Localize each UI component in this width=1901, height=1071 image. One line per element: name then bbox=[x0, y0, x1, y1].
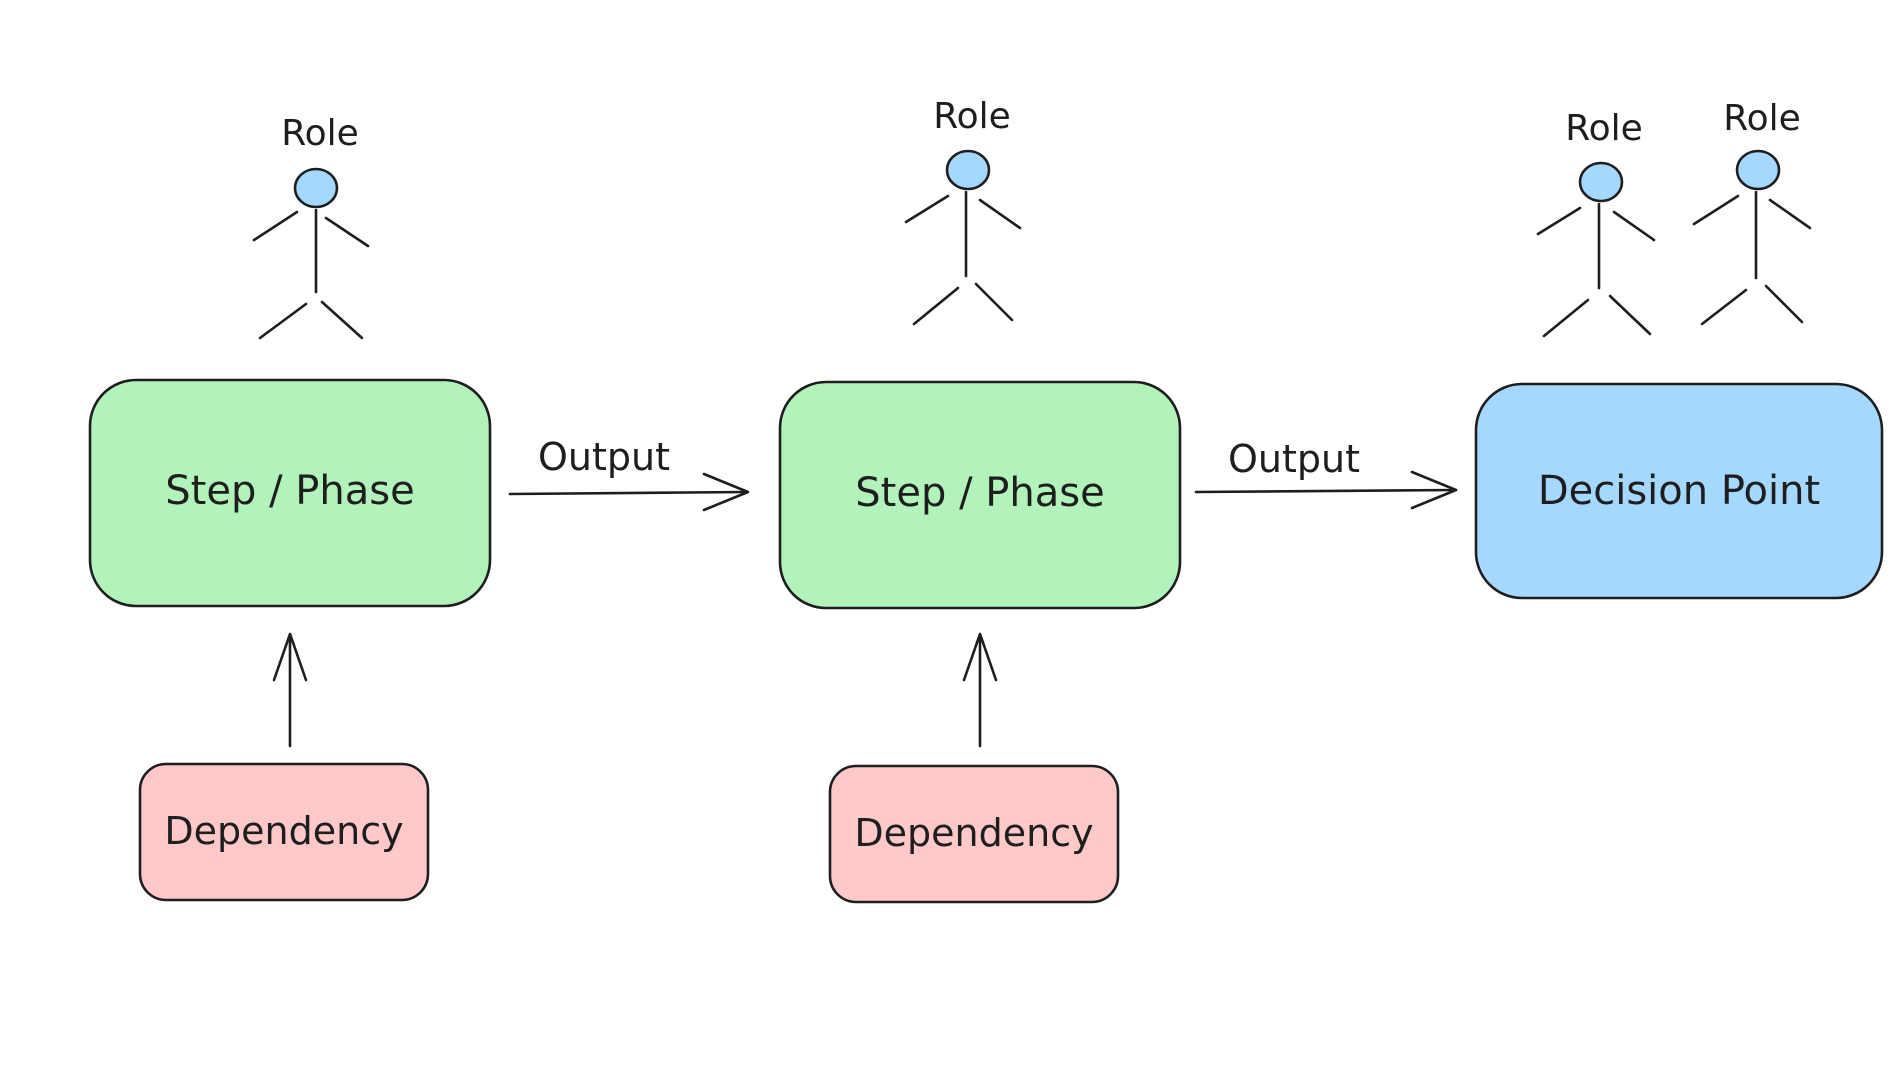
actor-arms bbox=[1536, 206, 1656, 242]
actor-head-icon bbox=[945, 149, 991, 191]
actor-head-icon bbox=[293, 167, 339, 209]
actor-head-icon bbox=[1735, 149, 1781, 191]
actor-legs bbox=[912, 282, 1014, 326]
arrow-head-icon bbox=[1410, 470, 1458, 510]
decision-label: Decision Point bbox=[1538, 468, 1820, 514]
arrow-head-icon bbox=[702, 472, 750, 512]
dependency-box-shape[interactable] bbox=[138, 762, 430, 902]
output-arrow-2[interactable]: Output bbox=[1194, 437, 1458, 510]
output-label: Output bbox=[538, 435, 670, 479]
actor-arms bbox=[1692, 194, 1812, 230]
dependency-label: Dependency bbox=[854, 811, 1093, 855]
role-actor-4: Role bbox=[1692, 98, 1812, 326]
output-arrow-1[interactable]: Output bbox=[508, 435, 750, 512]
actor-arms bbox=[904, 194, 1022, 230]
role-label: Role bbox=[1723, 98, 1801, 139]
arrow-shaft bbox=[1194, 488, 1458, 494]
actor-legs bbox=[258, 300, 364, 340]
step-box-shape[interactable] bbox=[778, 380, 1182, 610]
step-box-1[interactable]: Step / Phase bbox=[88, 378, 492, 608]
step-box-shape[interactable] bbox=[88, 378, 492, 608]
role-actor-2: Role bbox=[904, 96, 1022, 326]
actor-legs bbox=[1542, 294, 1652, 338]
dependency-box-shape[interactable] bbox=[828, 764, 1120, 904]
actor-legs bbox=[1700, 284, 1804, 326]
role-actor-1: Role bbox=[252, 113, 370, 340]
dependency-box-2[interactable]: Dependency bbox=[828, 764, 1120, 904]
dependency-arrow-1[interactable] bbox=[272, 632, 308, 748]
arrow-shaft bbox=[508, 490, 748, 496]
step-box-2[interactable]: Step / Phase bbox=[778, 380, 1182, 610]
dependency-label: Dependency bbox=[164, 809, 403, 853]
decision-box-shape[interactable] bbox=[1474, 382, 1884, 600]
dependency-arrow-2[interactable] bbox=[962, 632, 998, 748]
output-label: Output bbox=[1228, 437, 1360, 481]
dependency-box-1[interactable]: Dependency bbox=[138, 762, 430, 902]
step-label: Step / Phase bbox=[855, 470, 1104, 516]
role-label: Role bbox=[1565, 108, 1643, 149]
arrow-head-icon bbox=[962, 632, 998, 682]
actor-head-icon bbox=[1578, 161, 1624, 203]
actor-arms bbox=[252, 210, 370, 248]
role-actor-3: Role bbox=[1536, 108, 1656, 338]
role-label: Role bbox=[281, 113, 359, 154]
decision-box[interactable]: Decision Point bbox=[1474, 382, 1884, 600]
step-label: Step / Phase bbox=[165, 468, 414, 514]
role-label: Role bbox=[933, 96, 1011, 137]
arrow-head-icon bbox=[272, 632, 308, 682]
